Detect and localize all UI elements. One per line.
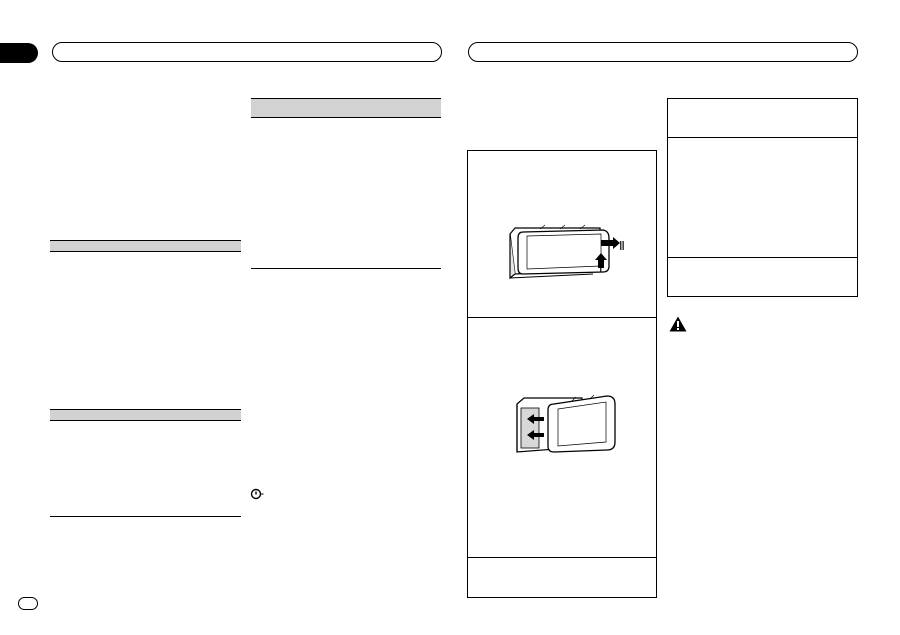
caution-icon xyxy=(669,316,687,332)
page-number-badge xyxy=(18,597,38,610)
section-heading-bar xyxy=(50,240,241,252)
notes-table xyxy=(667,98,858,297)
marker-I: Ⅰ xyxy=(599,261,603,275)
section-divider xyxy=(50,516,241,517)
left-header-pill xyxy=(52,42,442,62)
section-heading-bar xyxy=(50,409,241,421)
marker-II: Ⅱ xyxy=(619,239,625,253)
right-header-pill xyxy=(468,42,858,62)
procedure-table xyxy=(467,150,657,598)
important-icon xyxy=(250,488,264,500)
table-row-divider xyxy=(467,317,657,318)
section-divider xyxy=(251,268,441,269)
table-row-divider xyxy=(667,137,858,138)
table-row-divider xyxy=(467,557,657,558)
front-panel-attachment-illustration xyxy=(516,394,616,453)
section-heading-bar xyxy=(251,98,441,118)
section-tab xyxy=(0,43,38,63)
front-panel-removal-illustration xyxy=(509,224,620,280)
table-row-divider xyxy=(667,257,858,258)
